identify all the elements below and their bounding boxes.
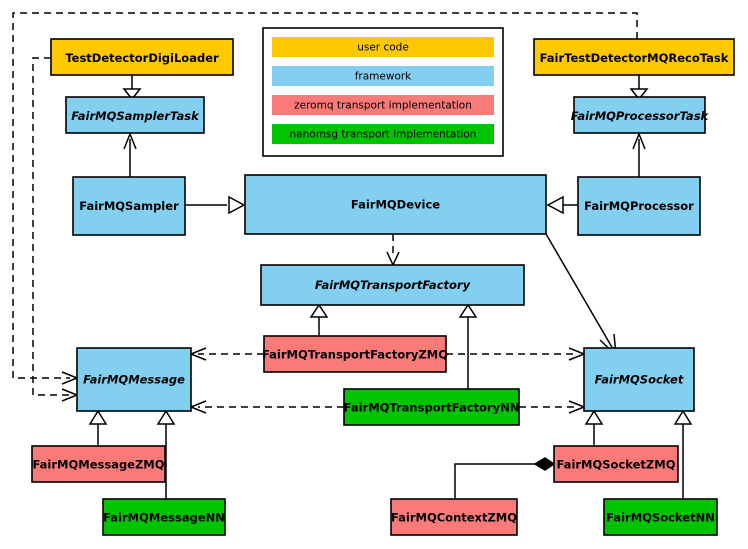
node-FairMQProcessorTask[interactable]: FairMQProcessorTask [571, 96, 710, 134]
edge-recotask-to-message [12, 12, 638, 379]
legend-item-user-code: user code [272, 37, 494, 57]
legend-item-nanomsg: nanomsg transport implementation [272, 124, 494, 144]
node-label: FairMQTransportFactoryZMQ [262, 348, 448, 362]
legend-label: user code [357, 42, 409, 54]
node-label: FairMQDevice [351, 198, 440, 212]
node-FairMQSamplerTask[interactable]: FairMQSamplerTask [65, 96, 205, 134]
arrowhead-open-processor-processortask [632, 131, 646, 150]
legend-label: nanomsg transport implementation [290, 129, 477, 141]
node-FairMQTransportFactoryNN[interactable]: FairMQTransportFactoryNN [343, 388, 520, 426]
node-label: FairMQSocketZMQ [557, 458, 676, 472]
arrowhead-hollow-messagenn [156, 409, 176, 425]
node-box[interactable] [244, 174, 547, 235]
node-box[interactable] [553, 445, 679, 483]
node-box[interactable] [577, 176, 701, 236]
edge-digiloader-to-message [32, 57, 70, 396]
node-box[interactable] [343, 388, 520, 426]
legend-item-framework: framework [272, 66, 494, 86]
node-label: FairMQProcessor [584, 199, 694, 213]
legend-label: framework [355, 71, 412, 83]
node-FairMQSocketZMQ[interactable]: FairMQSocketZMQ [553, 445, 679, 483]
node-FairMQTransportFactory[interactable]: FairMQTransportFactory [260, 264, 525, 306]
node-box[interactable] [603, 498, 718, 536]
node-FairMQDevice[interactable]: FairMQDevice [244, 174, 547, 235]
legend-swatch-zeromq [272, 95, 494, 115]
node-label: FairMQTransportFactoryNN [344, 401, 520, 415]
legend-swatch-user-code [272, 37, 494, 57]
node-box[interactable] [65, 96, 205, 134]
arrowhead-hollow-sampler-device [228, 195, 246, 215]
node-FairMQMessage[interactable]: FairMQMessage [76, 347, 192, 412]
arrowhead-open-sampler-samplertask [123, 131, 137, 150]
node-FairMQMessageZMQ[interactable]: FairMQMessageZMQ [31, 445, 166, 483]
legend: user code framework zeromq transport imp… [262, 27, 504, 157]
node-label: FairTestDetectorMQRecoTask [540, 51, 729, 65]
node-FairMQContextZMQ[interactable]: FairMQContextZMQ [390, 498, 518, 536]
node-box[interactable] [573, 96, 706, 134]
legend-item-zeromq: zeromq transport implementation [272, 95, 494, 115]
node-label: TestDetectorDigiLoader [65, 51, 219, 65]
node-box[interactable] [102, 498, 226, 536]
node-FairMQSocketNN[interactable]: FairMQSocketNN [603, 498, 718, 536]
node-FairMQMessageNN[interactable]: FairMQMessageNN [102, 498, 226, 536]
node-box[interactable] [50, 38, 234, 76]
node-box[interactable] [31, 445, 166, 483]
arrowhead-hollow-tfzmq [309, 303, 329, 318]
node-box[interactable] [533, 38, 735, 76]
node-FairMQSampler[interactable]: FairMQSampler [72, 176, 186, 236]
node-box[interactable] [72, 176, 186, 236]
node-layer: TestDetectorDigiLoader FairTestDetectorM… [31, 38, 735, 536]
node-FairTestDetectorMQRecoTask[interactable]: FairTestDetectorMQRecoTask [533, 38, 735, 76]
arrowhead-hollow-messagezmq [88, 409, 108, 425]
node-label: FairMQProcessorTask [571, 109, 710, 123]
edge-socketzmq-contextzmq [454, 463, 537, 499]
node-label: FairMQSamplerTask [71, 109, 200, 123]
node-label: FairMQMessageNN [103, 511, 225, 525]
node-FairMQSocket[interactable]: FairMQSocket [583, 347, 695, 412]
edge-device-socket [545, 233, 614, 350]
node-label: FairMQSampler [79, 199, 179, 213]
arrowhead-open-device-transportfactory [386, 251, 400, 267]
legend-swatch-nanomsg [272, 124, 494, 144]
node-label: FairMQSocketNN [606, 511, 715, 525]
arrowhead-hollow-samplertask [122, 88, 142, 101]
node-FairMQTransportFactoryZMQ[interactable]: FairMQTransportFactoryZMQ [262, 335, 448, 373]
node-label: FairMQMessage [83, 373, 185, 387]
node-box[interactable] [583, 347, 695, 412]
legend-label: zeromq transport implementation [294, 100, 472, 112]
arrowhead-hollow-processortask [629, 88, 649, 101]
arrowhead-hollow-socketnn [673, 409, 693, 425]
node-label: FairMQSocket [595, 373, 684, 387]
node-FairMQProcessor[interactable]: FairMQProcessor [577, 176, 701, 236]
node-label: FairMQMessageZMQ [32, 458, 164, 472]
arrowhead-hollow-socketzmq [584, 409, 604, 425]
node-box[interactable] [76, 347, 192, 412]
node-box[interactable] [263, 335, 447, 373]
node-label: FairMQContextZMQ [391, 511, 517, 525]
node-box[interactable] [260, 264, 525, 306]
node-TestDetectorDigiLoader[interactable]: TestDetectorDigiLoader [50, 38, 234, 76]
node-label: FairMQTransportFactory [315, 278, 471, 292]
legend-swatch-framework [272, 66, 494, 86]
arrowhead-hollow-processor-device [546, 195, 564, 215]
node-box[interactable] [390, 498, 518, 536]
arrowhead-hollow-tfnn [458, 303, 478, 318]
diamond-composition-socketzmq [533, 457, 556, 471]
